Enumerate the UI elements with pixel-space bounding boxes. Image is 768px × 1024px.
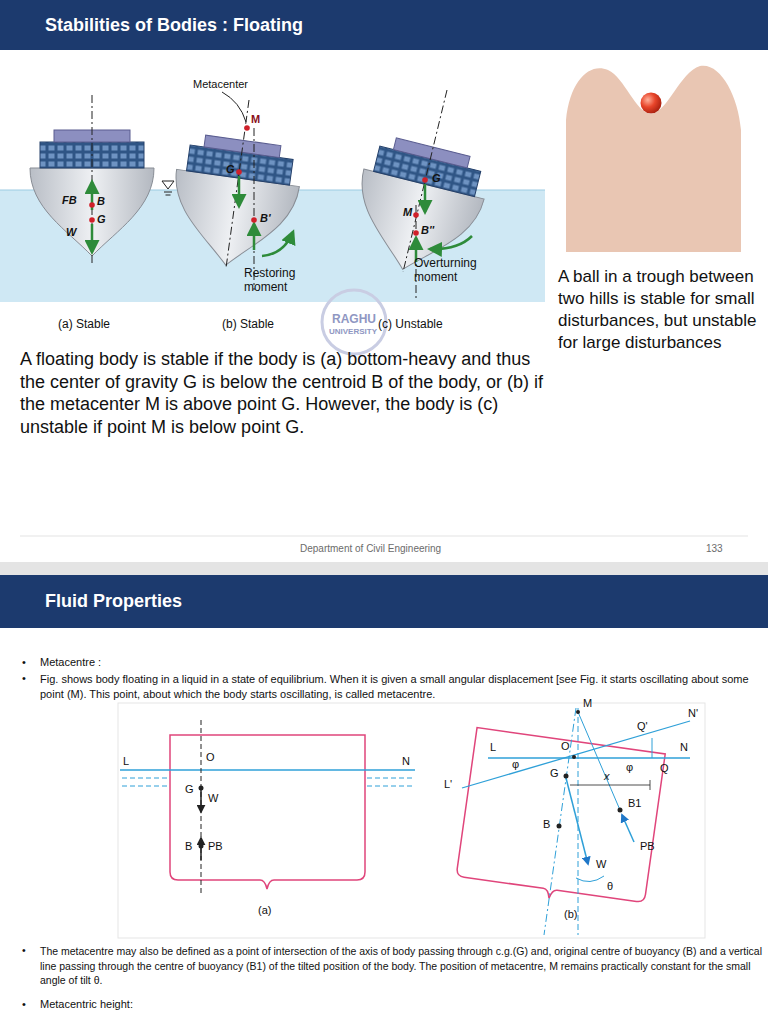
figure-letter: O xyxy=(206,751,215,764)
figure-letter: W xyxy=(596,858,606,871)
slide-title: Stabilities of Bodies : Floating xyxy=(45,15,303,36)
point-letter: B' xyxy=(260,212,271,225)
bullet-mark: • xyxy=(22,656,26,669)
moment-label: Overturning moment xyxy=(414,256,504,285)
figure-letter: L xyxy=(490,741,496,754)
figure-letter: Q' xyxy=(637,720,648,733)
figure-letter: G xyxy=(550,767,559,780)
figure-letter: L' xyxy=(444,778,452,791)
figure-letter: G xyxy=(185,783,194,796)
bullet-mark: • xyxy=(22,944,26,957)
point-letter: B xyxy=(97,195,105,208)
figure-letter: B xyxy=(543,818,550,831)
point-letter: B'' xyxy=(421,224,434,237)
side-note: A ball in a trough between two hills is … xyxy=(558,266,758,354)
slide-title: Fluid Properties xyxy=(45,591,182,612)
figure-letter: N xyxy=(402,755,410,768)
bullet-text: Metacentre : xyxy=(40,656,101,669)
figure-caption: (b) xyxy=(564,908,577,921)
bullet-text: Fig. shows body floating in a liquid in … xyxy=(40,672,760,703)
figure-letter: PB xyxy=(640,840,655,853)
figure-caption: (a) xyxy=(258,904,271,917)
force-symbol: FB xyxy=(62,194,77,207)
figure-letter: PB xyxy=(208,840,223,853)
point-letter: M xyxy=(403,206,412,219)
slide-header-band: Fluid Properties xyxy=(0,575,768,628)
force-symbol: W xyxy=(66,226,76,239)
point-letter: G xyxy=(226,163,235,176)
bullet-mark: • xyxy=(22,998,26,1011)
slide-header-band: Stabilities of Bodies : Floating xyxy=(0,0,768,50)
figure-caption: (c) Unstable xyxy=(378,317,443,331)
point-letter: M xyxy=(251,113,260,126)
bullet-mark: • xyxy=(22,672,26,685)
dimension-label: x xyxy=(604,770,610,783)
moment-label: Restoring moment xyxy=(244,266,324,295)
figure-letter: B1 xyxy=(628,797,641,810)
angle-symbol: θ xyxy=(607,880,613,893)
slide-footer: Department of Civil Engineering xyxy=(300,543,441,555)
figure-caption: (a) Stable xyxy=(58,317,110,331)
body-paragraph: A floating body is stable if the body is… xyxy=(20,348,545,438)
figure-letter: Q xyxy=(660,762,669,775)
angle-symbol: φ xyxy=(512,758,519,771)
figure-letter: W xyxy=(208,792,218,805)
figure-letter: M xyxy=(583,697,592,710)
callout-label: Metacenter xyxy=(193,78,248,91)
watermark: UNIVERSITY xyxy=(329,327,377,337)
page-number: 133 xyxy=(706,543,723,555)
watermark: RAGHU xyxy=(332,312,376,326)
bullet-text: The metacentre may also be defined as a … xyxy=(40,944,765,988)
figure-letter: L xyxy=(123,755,129,768)
figure-letter: N' xyxy=(688,707,698,720)
angle-symbol: φ xyxy=(626,761,633,774)
bullet-text: Metacentric height: xyxy=(40,998,133,1011)
figure-letter: B xyxy=(185,840,192,853)
figure-letter: O xyxy=(561,740,570,753)
figure-letter: N xyxy=(680,741,688,754)
figure-caption: (b) Stable xyxy=(222,317,274,331)
point-letter: G xyxy=(97,213,106,226)
point-letter: G xyxy=(432,172,441,185)
